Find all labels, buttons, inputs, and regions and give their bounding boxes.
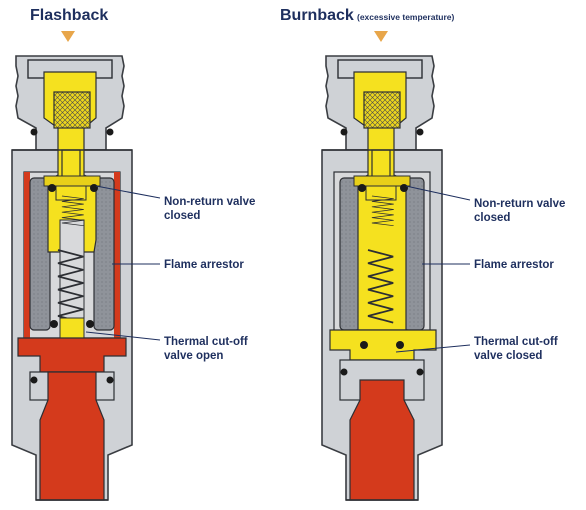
- right-title: Burnback: [280, 7, 354, 24]
- left-device: [11, 55, 133, 501]
- left-label-non-return-2: closed: [164, 210, 200, 222]
- left-callouts: Non-return valve closed Flame arrestor T…: [85, 185, 255, 362]
- right-outlet-flame: [349, 379, 415, 501]
- left-label-non-return-1: Non-return valve: [164, 196, 255, 208]
- left-title: Flashback: [30, 7, 108, 24]
- left-outlet-flame: [39, 371, 105, 501]
- right-label-non-return-2: closed: [474, 212, 510, 224]
- right-label-flame-arrestor: Flame arrestor: [474, 259, 554, 271]
- left-label-thermal-1: Thermal cut-off: [164, 336, 248, 348]
- left-flow-arrow-icon: [61, 31, 75, 42]
- right-label-non-return-1: Non-return valve: [474, 198, 565, 210]
- right-subtitle: (excessive temperature): [357, 12, 455, 22]
- left-flame-arrestor-b: [93, 177, 115, 331]
- right-flow-arrow-icon: [374, 31, 388, 42]
- left-label-thermal-2: valve open: [164, 350, 223, 362]
- left-inlet-filter: [53, 91, 91, 129]
- right-label-thermal-1: Thermal cut-off: [474, 336, 558, 348]
- right-flame-arrestor-a: [339, 177, 361, 331]
- right-inlet-filter: [363, 91, 401, 129]
- right-flame-arrestor-b: [403, 177, 425, 331]
- left-flame-arrestor-a: [29, 177, 51, 331]
- right-label-thermal-2: valve closed: [474, 350, 542, 362]
- left-label-flame-arrestor: Flame arrestor: [164, 259, 244, 271]
- right-callouts: Non-return valve closed Flame arrestor T…: [395, 185, 565, 362]
- right-device: [321, 55, 443, 501]
